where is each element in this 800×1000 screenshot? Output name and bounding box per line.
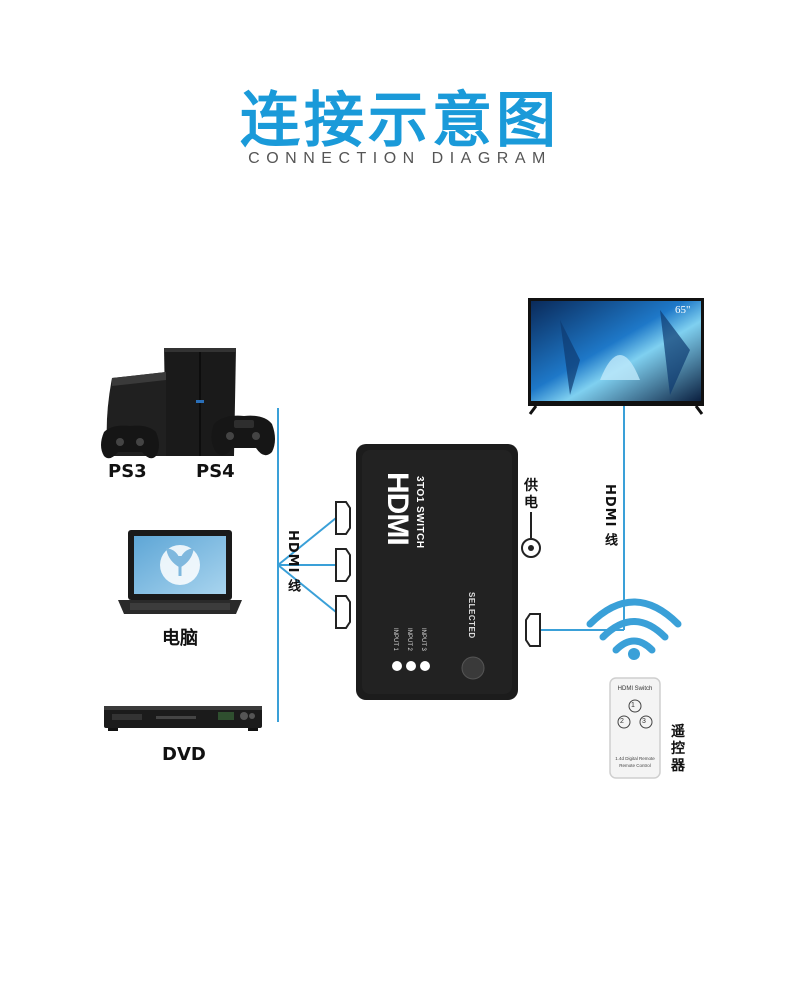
page-title: 连接示意图 [240, 86, 560, 156]
power-label: 供电 [524, 478, 538, 511]
remote-button-2: 2 [620, 718, 624, 725]
switch-model: 3TO1 SWITCH [414, 476, 425, 549]
switch-select-button [461, 656, 485, 680]
remote-button-1: 1 [631, 702, 635, 709]
remote-footer-1: 1.4d Digital Remote [615, 756, 655, 761]
remote-title: HDMI Switch [617, 686, 653, 692]
ps4-controller-icon [211, 415, 275, 456]
remote-label: 遥控器 [671, 724, 685, 774]
power-jack-icon [521, 512, 541, 558]
ps4-label: PS4 [196, 461, 235, 482]
ps3-label: PS3 [108, 461, 147, 482]
switch-input-1-label: INPUT 1 [392, 628, 398, 651]
laptop-icon [118, 530, 242, 614]
remote-control-icon [609, 677, 661, 779]
page-subtitle: CONNECTION DIAGRAM [248, 150, 552, 167]
remote-footer-2: Remote Control [619, 763, 651, 768]
switch-logo-area: HDMI 3TO1 SWITCH [380, 472, 440, 582]
switch-select-label: SELECTED [467, 592, 476, 639]
remote-button-3: 3 [642, 718, 646, 725]
tv-size-badge: 65" [675, 304, 691, 316]
dvd-label: DVD [162, 744, 206, 765]
switch-input-leds [392, 661, 430, 671]
switch-input-3-label: INPUT 3 [420, 628, 426, 651]
left-cable-label: HDMI 线 [285, 530, 300, 593]
switch-input-ports [335, 501, 351, 629]
wireless-signal-dot [628, 648, 640, 660]
ps3-controller-icon [101, 425, 159, 459]
tv-icon [528, 298, 704, 415]
laptop-label: 电脑 [162, 628, 198, 649]
switch-input-2-label: INPUT 2 [406, 628, 412, 651]
left-hdmi-cable [277, 408, 337, 722]
hdmi-switch-box [356, 444, 518, 700]
switch-logo: HDMI [381, 472, 414, 545]
dvd-player-icon [104, 706, 262, 731]
right-cable-label: HDMI 线 [602, 484, 617, 547]
switch-output-port [525, 613, 541, 647]
wireless-signal-icon [586, 598, 682, 654]
